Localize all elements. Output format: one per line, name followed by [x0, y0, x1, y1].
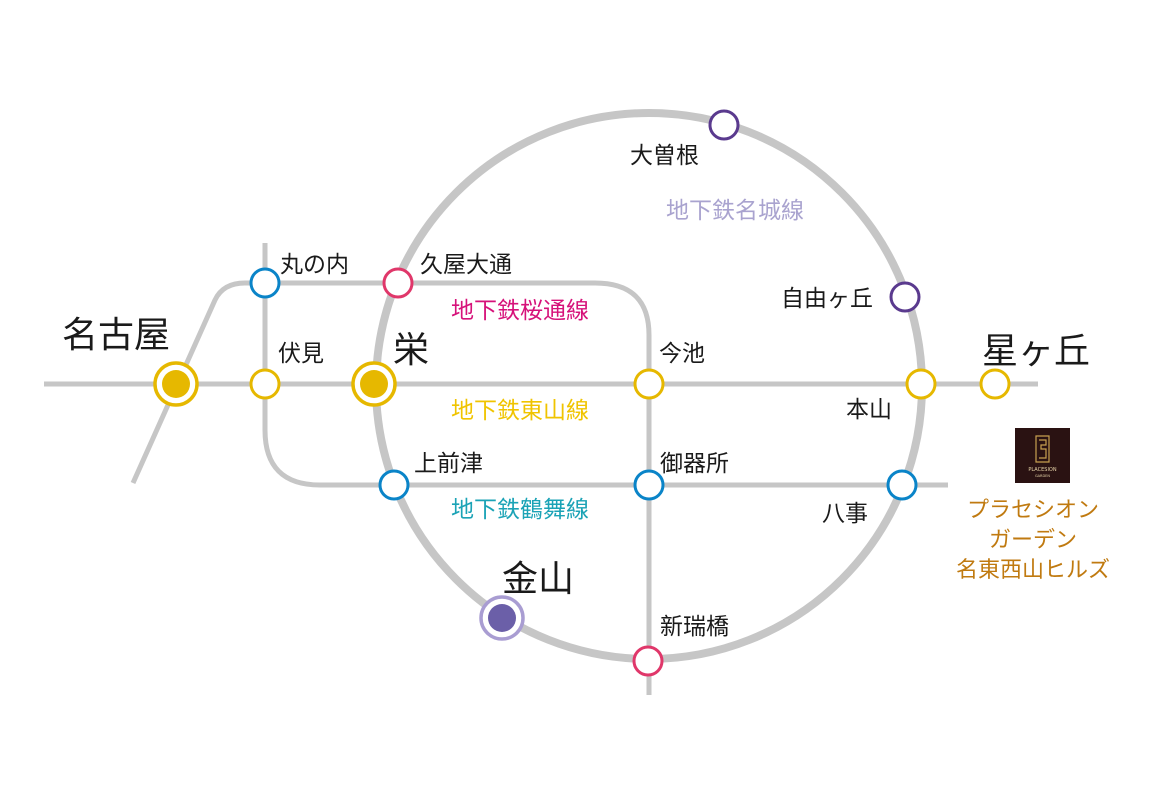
tsurumai-line-track [262, 243, 948, 488]
station-label-sakae: 栄 [393, 330, 429, 371]
station-label-kamimaezu: 上前津 [414, 451, 483, 477]
station-motoyama-marker[interactable] [905, 368, 937, 400]
station-nagoya-marker[interactable] [153, 361, 199, 407]
station-hisaya-odori-marker[interactable] [382, 267, 414, 299]
station-label-marunouchi: 丸の内 [280, 252, 349, 278]
line-label-tsurumai: 地下鉄鶴舞線 [451, 497, 589, 523]
station-label-gokiso: 御器所 [660, 451, 729, 477]
line-label-sakura: 地下鉄桜通線 [451, 298, 589, 324]
station-label-jiyugaoka: 自由ヶ丘 [781, 286, 873, 312]
station-label-imaike: 今池 [659, 341, 705, 367]
station-label-yagoto: 八事 [822, 501, 868, 527]
line-label-meijo: 地下鉄名城線 [666, 198, 804, 224]
station-yagoto-marker[interactable] [886, 469, 918, 501]
line-label-higashiyama: 地下鉄東山線 [451, 398, 589, 424]
station-jiyugaoka-marker[interactable] [889, 281, 921, 313]
station-fushimi-marker[interactable] [249, 368, 281, 400]
station-label-aratamabashi: 新瑞橋 [660, 614, 729, 640]
station-label-hisaya-odori: 久屋大通 [420, 252, 512, 278]
station-hoshigaoka-marker[interactable] [979, 368, 1011, 400]
station-kamimaezu-marker[interactable] [378, 469, 410, 501]
station-kanayama-marker[interactable] [479, 595, 525, 641]
station-label-ozone: 大曽根 [630, 143, 699, 169]
property-name-line-2: ガーデン [989, 528, 1077, 553]
sakura-line-track [130, 280, 652, 695]
station-label-kanayama: 金山 [502, 559, 574, 600]
property-name-line-3: 名東西山ヒルズ [956, 558, 1110, 583]
station-marunouchi-marker[interactable] [249, 267, 281, 299]
station-label-fushimi: 伏見 [278, 341, 324, 367]
station-imaike-marker[interactable] [633, 368, 665, 400]
station-label-hoshigaoka: 星ヶ丘 [982, 331, 1090, 372]
logo-text: PLACESION [1028, 467, 1056, 473]
station-sakae-marker[interactable] [351, 361, 397, 407]
logo-subtext: GARDEN [1035, 474, 1050, 478]
station-gokiso-marker[interactable] [633, 469, 665, 501]
station-label-nagoya: 名古屋 [62, 315, 170, 356]
property-name-line-1: プラセシオン [967, 498, 1099, 523]
station-label-motoyama: 本山 [846, 397, 892, 423]
station-aratamabashi-marker[interactable] [632, 645, 664, 677]
station-ozone-marker[interactable] [708, 109, 740, 141]
placesion-logo: PLACESION GARDEN [1015, 428, 1070, 483]
